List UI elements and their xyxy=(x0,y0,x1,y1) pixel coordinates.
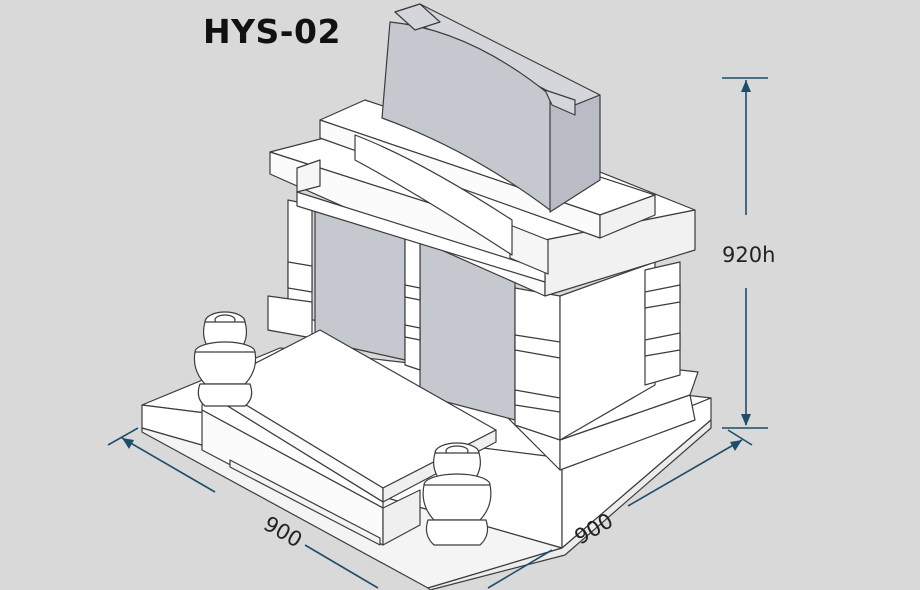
height-dimension-label: 920h xyxy=(722,243,775,267)
center-post xyxy=(404,227,421,371)
left-pillar xyxy=(267,199,313,339)
right-front-pillar xyxy=(514,287,561,441)
right-side-wall xyxy=(559,261,681,441)
left-flower-vase xyxy=(193,311,257,407)
dimension-lines xyxy=(107,77,768,589)
inner-doors xyxy=(314,207,516,421)
tomb-body xyxy=(201,396,421,546)
headstone xyxy=(381,3,601,213)
model-title: HYS-02 xyxy=(203,12,341,51)
right-flower-vase xyxy=(422,442,492,546)
